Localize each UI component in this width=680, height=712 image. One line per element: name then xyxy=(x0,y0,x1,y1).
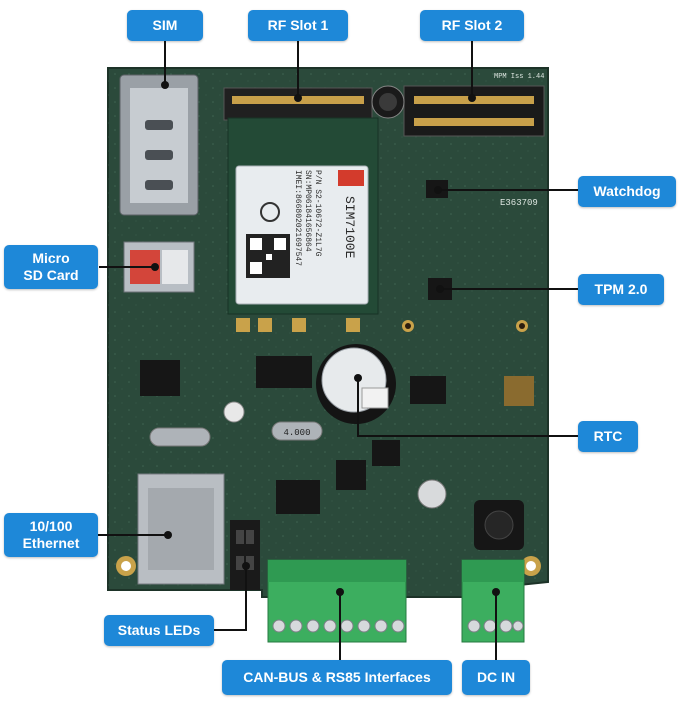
pcb-board xyxy=(107,67,549,598)
canbus-label: CAN-BUS & RS85 Interfaces xyxy=(222,660,452,695)
rtc-leader xyxy=(357,378,578,437)
micro-sd-label: Micro SD Card xyxy=(4,245,98,289)
integrated-circuits xyxy=(140,356,446,514)
cellular-module-card xyxy=(227,117,379,315)
dc-in-terminal-block xyxy=(461,559,525,643)
ethernet-jack xyxy=(137,473,225,585)
rtc-battery xyxy=(316,344,396,424)
small-capacitor xyxy=(223,401,245,423)
crystal-oscillator: 4.000 xyxy=(149,421,323,447)
dc-inductor xyxy=(474,500,524,550)
ethernet-label: 10/100 Ethernet xyxy=(4,513,98,557)
tpm-label: TPM 2.0 xyxy=(578,274,664,305)
inductor xyxy=(504,376,534,406)
sim-holder xyxy=(119,74,199,216)
module-name: SIM7100E xyxy=(342,196,357,259)
rtc-label: RTC xyxy=(578,421,638,452)
crystal-text: 4.000 xyxy=(283,428,310,438)
capacitor-large xyxy=(417,479,447,509)
status-leds-label: Status LEDs xyxy=(104,615,214,646)
module-imei: IMEI:866802021697547 xyxy=(293,170,302,266)
module-label-text: SIM7100E P/N S2-10672-Z1L7G SN:MP0618416… xyxy=(293,170,357,266)
dc-in-label: DC IN xyxy=(462,660,530,695)
antenna-connectors xyxy=(236,318,360,332)
rf-slot-2-connector xyxy=(403,85,545,137)
board-rev-text: MPM Iss 1.44 xyxy=(494,73,544,81)
sim-label: SIM xyxy=(127,10,203,41)
module-part-number: P/N S2-10672-Z1L7G xyxy=(313,170,322,257)
capacitor xyxy=(371,85,405,119)
can-bus-terminal-block xyxy=(267,559,407,643)
module-serial: SN:MP061841656864 xyxy=(303,170,312,252)
leader-endpoints xyxy=(151,81,500,596)
leader-lines xyxy=(98,41,578,660)
watchdog-label: Watchdog xyxy=(578,176,676,207)
status-leds-leader xyxy=(214,566,247,631)
rf-slot-2-label: RF Slot 2 xyxy=(420,10,524,41)
board-id-text: E363709 xyxy=(500,198,538,208)
rf-slot-1-label: RF Slot 1 xyxy=(248,10,348,41)
